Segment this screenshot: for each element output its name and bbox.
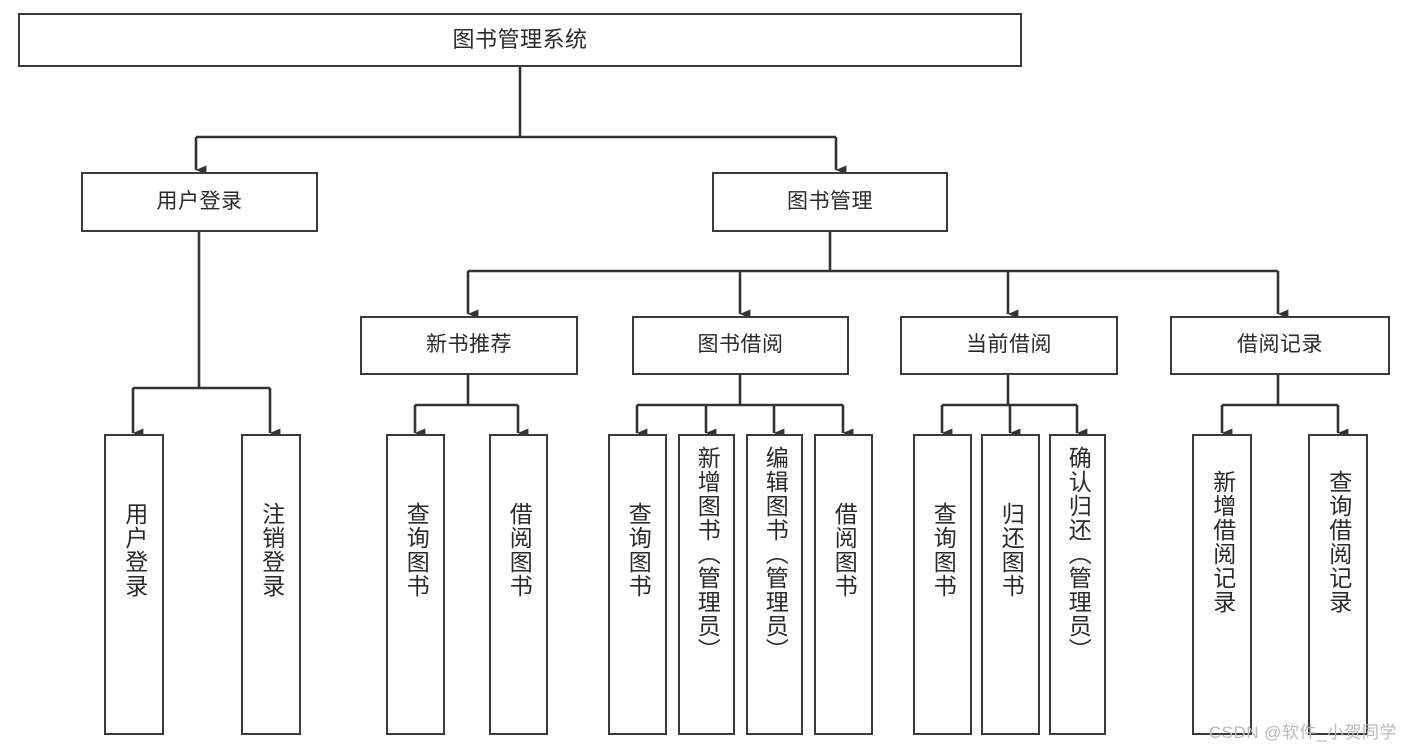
node-label: 编辑图书（管理员） xyxy=(762,446,789,662)
leaf-confirm-return-admin[interactable]: 确认归还（管理员） xyxy=(1049,434,1106,735)
leaf-add-borrow-record[interactable]: 新增借阅记录 xyxy=(1192,434,1252,735)
node-label: 用户登录 xyxy=(156,189,243,213)
node-label: 查询图书 xyxy=(625,502,652,598)
node-book-manage[interactable]: 图书管理 xyxy=(712,172,948,232)
leaf-query-borrow-record[interactable]: 查询借阅记录 xyxy=(1308,434,1368,735)
leaf-logout[interactable]: 注销登录 xyxy=(241,434,301,735)
leaf-borrow-book-2[interactable]: 借阅图书 xyxy=(814,434,873,735)
node-label: 图书管理系统 xyxy=(452,27,588,53)
node-root-system[interactable]: 图书管理系统 xyxy=(18,13,1022,67)
node-label: 查询图书 xyxy=(930,502,957,598)
node-label: 用户登录 xyxy=(121,502,148,598)
node-label: 新增借阅记录 xyxy=(1209,470,1236,614)
node-new-book-recommend[interactable]: 新书推荐 xyxy=(360,316,578,375)
leaf-return-book[interactable]: 归还图书 xyxy=(981,434,1040,735)
leaf-edit-book-admin[interactable]: 编辑图书（管理员） xyxy=(746,434,803,735)
node-label: 图书借阅 xyxy=(697,333,784,357)
node-label: 归还图书 xyxy=(998,502,1025,598)
node-label: 确认归还（管理员） xyxy=(1065,446,1092,662)
node-label: 当前借阅 xyxy=(966,333,1052,357)
leaf-borrow-book-1[interactable]: 借阅图书 xyxy=(489,434,548,735)
csdn-watermark: CSDN @软件_小贺同学 xyxy=(1208,723,1397,742)
node-current-borrow[interactable]: 当前借阅 xyxy=(900,316,1118,375)
node-label: 图书管理 xyxy=(787,189,873,213)
node-borrow-record[interactable]: 借阅记录 xyxy=(1170,316,1390,375)
leaf-user-login[interactable]: 用户登录 xyxy=(104,434,164,735)
node-label: 查询借阅记录 xyxy=(1325,470,1352,614)
node-label: 注销登录 xyxy=(258,502,285,598)
leaf-query-book-2[interactable]: 查询图书 xyxy=(608,434,667,735)
node-label: 借阅记录 xyxy=(1237,333,1323,357)
leaf-add-book-admin[interactable]: 新增图书（管理员） xyxy=(678,434,735,735)
node-label: 借阅图书 xyxy=(831,502,858,598)
leaf-query-book-3[interactable]: 查询图书 xyxy=(913,434,972,735)
node-label: 新增图书（管理员） xyxy=(694,446,721,662)
node-user-login[interactable]: 用户登录 xyxy=(81,172,318,232)
node-label: 查询图书 xyxy=(403,502,430,598)
node-label: 借阅图书 xyxy=(506,502,533,598)
node-book-borrow[interactable]: 图书借阅 xyxy=(632,316,849,375)
node-label: 新书推荐 xyxy=(426,333,512,357)
leaf-query-book-1[interactable]: 查询图书 xyxy=(386,434,445,735)
